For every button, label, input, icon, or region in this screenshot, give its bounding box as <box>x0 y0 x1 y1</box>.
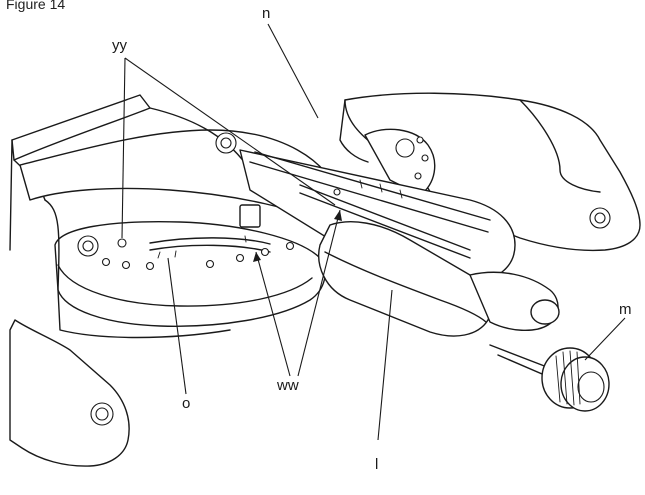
right-scale-hole-2 <box>421 154 429 162</box>
turntable-slot-lower <box>149 244 271 253</box>
table-hole-4 <box>205 259 215 269</box>
leader-n <box>267 23 319 119</box>
label-o: o <box>182 395 191 412</box>
table-hole-3 <box>145 261 155 271</box>
leader-yy-1 <box>121 57 126 239</box>
ww-arrow-1 <box>253 252 261 262</box>
right-fence-edge <box>339 99 369 163</box>
label-n: n <box>262 5 271 22</box>
handle-body <box>318 221 492 337</box>
arm-scale-1 <box>359 179 363 189</box>
table-hole-2 <box>121 260 131 270</box>
knob-cap <box>577 371 605 403</box>
figure-title: Figure 14 <box>6 0 66 12</box>
left-fence-side <box>9 139 13 251</box>
label-m: m <box>619 301 632 318</box>
leader-o <box>167 257 187 395</box>
pivot-bolt-inner <box>220 137 232 149</box>
leader-yy-2 <box>124 57 336 206</box>
leader-ww-1 <box>255 251 291 377</box>
arm-scale-3 <box>399 189 403 199</box>
right-lock-knob <box>395 138 415 158</box>
scale-tick-1 <box>157 251 161 259</box>
table-hole-yy <box>117 238 127 248</box>
scale-tick-3 <box>244 235 247 243</box>
turntable-rim <box>57 264 313 307</box>
label-yy: yy <box>112 37 127 54</box>
arm-scale-2 <box>379 183 383 193</box>
handle-neck-end <box>530 299 560 325</box>
right-scale-hole-1 <box>416 136 424 144</box>
scale-tick-2 <box>174 250 177 258</box>
handle-body-lip <box>324 251 487 323</box>
left-leg <box>9 319 130 467</box>
fence-bracket <box>239 204 261 228</box>
table-hole-5 <box>235 253 245 263</box>
arm-pointer <box>333 188 341 196</box>
turntable-slot <box>149 237 271 245</box>
arm-rail-lower <box>299 192 471 259</box>
leader-l <box>377 289 393 441</box>
right-scale-hole-3 <box>414 172 422 180</box>
leader-ww-2 <box>297 209 341 377</box>
table-lock-knob-inner <box>82 240 94 252</box>
table-hole-1 <box>101 257 111 267</box>
right-foot-screw-inner <box>594 212 606 224</box>
turntable-body <box>54 221 326 327</box>
knob-knurl <box>555 350 581 406</box>
right-fence-inner <box>519 99 601 193</box>
ww-arrow-2 <box>334 210 342 221</box>
table-hole-7 <box>285 241 295 251</box>
arm-rail <box>299 184 471 251</box>
left-foot-screw-inner <box>95 407 109 421</box>
table-hole-6 <box>260 247 270 257</box>
table-skirt <box>44 199 231 339</box>
label-l: l <box>375 456 379 473</box>
arm-slot-upper <box>254 151 491 221</box>
leader-m <box>584 317 626 361</box>
label-ww: ww <box>277 377 299 394</box>
